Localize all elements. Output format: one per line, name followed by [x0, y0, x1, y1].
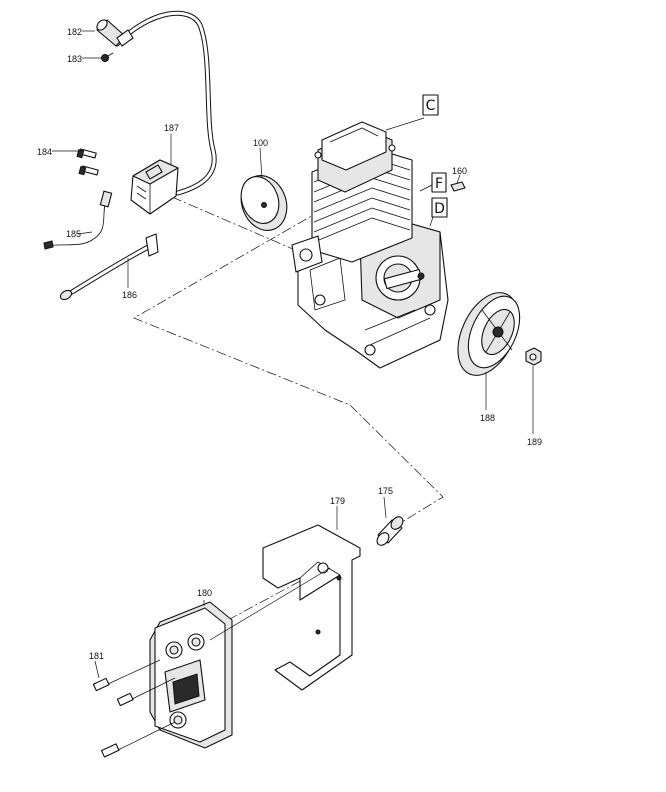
- reference-box-d: D: [431, 197, 448, 218]
- ground-wire: [43, 190, 113, 250]
- part-label-175: 175: [378, 486, 393, 496]
- reference-letter-c: C: [426, 98, 436, 114]
- part-label-180: 180: [197, 588, 212, 598]
- reference-letter-d: D: [434, 201, 445, 217]
- muffler: [149, 567, 331, 749]
- woodruff-key: [450, 181, 466, 192]
- part-label-179: 179: [330, 496, 345, 506]
- muffler-bracket: [262, 524, 361, 691]
- leader-lines: [52, 30, 534, 679]
- ignition-coil: [130, 159, 179, 215]
- part-label-186: 186: [122, 290, 137, 300]
- part-label-189: 189: [527, 437, 542, 447]
- part-label-183: 183: [67, 54, 82, 64]
- part-label-184: 184: [37, 147, 52, 157]
- spacer-sleeve: [376, 516, 404, 546]
- coil-bolts: [76, 148, 99, 176]
- part-label-185: 185: [66, 229, 81, 239]
- reference-box-f: F: [431, 172, 447, 193]
- muffler-bolts: [92, 659, 176, 758]
- part-label-100: 100: [253, 138, 268, 148]
- clutch-assembly: [457, 292, 521, 376]
- part-label-181: 181: [89, 651, 104, 661]
- part-label-188: 188: [480, 413, 495, 423]
- part-label-182: 182: [67, 27, 82, 37]
- spark-plug-cap: [96, 10, 217, 196]
- clutch-nut: [525, 347, 542, 366]
- reference-letter-f: F: [435, 176, 443, 192]
- flywheel-cover: [240, 175, 288, 231]
- part-label-187: 187: [164, 123, 179, 133]
- engine-block: [291, 121, 449, 369]
- part-labels: 182 183 184 187 185 186 100 160 188 189 …: [37, 27, 542, 661]
- small-screw-183: [101, 52, 114, 62]
- reference-box-c: C: [422, 94, 439, 116]
- part-label-160: 160: [452, 166, 467, 176]
- switch-lead: [59, 233, 159, 301]
